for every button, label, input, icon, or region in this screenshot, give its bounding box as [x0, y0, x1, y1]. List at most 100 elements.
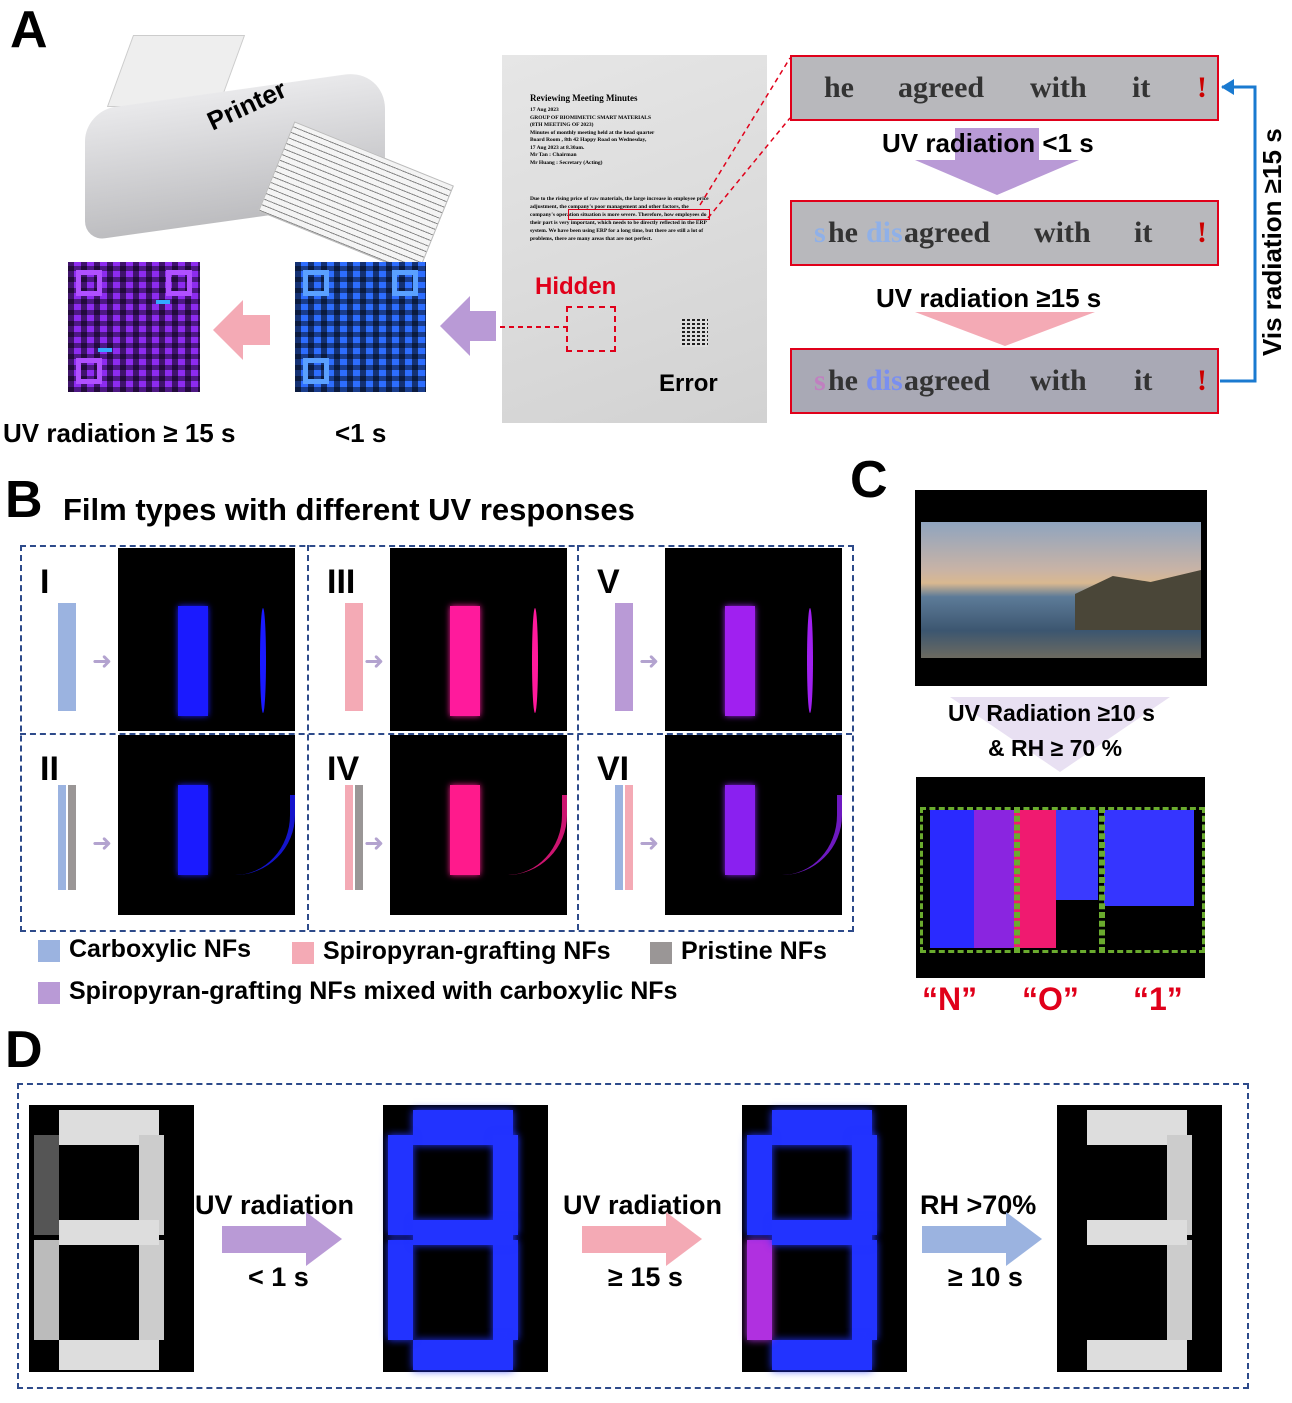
film-type-numeral: III: [327, 563, 356, 601]
film-strip: [68, 785, 76, 890]
film-type-numeral: VI: [597, 750, 630, 788]
segment: [139, 1240, 164, 1340]
segment: [413, 1340, 513, 1370]
panel-label-d: D: [5, 1021, 43, 1079]
qr-right-label: <1 s: [335, 418, 387, 448]
arrow-right-icon: ➜: [364, 648, 385, 675]
segment: [1167, 1135, 1192, 1235]
segment: [772, 1340, 872, 1370]
no1-photo: [916, 777, 1205, 978]
legend-label: Spiropyran-grafting NFs: [323, 937, 611, 965]
step-bottom-label: < 1 s: [248, 1262, 309, 1292]
document-line: 17 Aug 2023 at 8.30am.: [530, 144, 585, 151]
segment: [747, 1240, 772, 1340]
seven-segment-display: [1057, 1105, 1222, 1372]
uv-film-photo: [665, 548, 842, 731]
text-row-original: he agreed with it !: [790, 55, 1219, 121]
hidden-qr-box: [566, 306, 616, 352]
document-line: Minutes of monthly meeting held at the h…: [530, 129, 655, 136]
qr-left-label: UV radiation ≥ 15 s: [3, 418, 236, 448]
segment: [34, 1240, 59, 1340]
film-type-numeral: V: [597, 563, 620, 601]
document-line: Mr Huang : Secretary (Acting): [530, 159, 603, 166]
film-type-numeral: II: [40, 750, 59, 788]
film-strip: [615, 785, 623, 890]
document-line: 17 Aug 2023: [530, 107, 559, 113]
segment: [747, 1135, 772, 1235]
text-row-fixed: s he dis agreed with it !: [790, 348, 1219, 414]
segment: [139, 1135, 164, 1235]
segment: [388, 1135, 413, 1235]
segment: [388, 1240, 413, 1340]
step-bottom-label: ≥ 10 s: [948, 1262, 1023, 1292]
film-strip: [355, 785, 363, 890]
qr-code-blue: [295, 262, 426, 392]
arrow-right-icon: ➜: [364, 830, 385, 857]
seven-segment-display: [383, 1105, 548, 1372]
legend-swatch: [38, 940, 60, 962]
segment: [1167, 1240, 1192, 1340]
segment: [413, 1220, 513, 1245]
uv-film-photo: [390, 735, 567, 915]
legend-swatch: [650, 942, 672, 964]
step1-label: UV radiation <1 s: [882, 128, 1094, 158]
segment: [59, 1220, 159, 1245]
condition-line1: UV Radiation ≥10 s: [948, 700, 1155, 726]
step-arrow: [582, 1212, 702, 1266]
step-arrow: [222, 1212, 342, 1266]
segment: [59, 1340, 159, 1370]
hidden-label: Hidden: [535, 273, 617, 300]
qr-code-purple: [68, 262, 200, 392]
arrow-right-icon: ➜: [92, 830, 113, 857]
segment: [1087, 1340, 1187, 1370]
connector-lines: [500, 57, 1257, 383]
document-line: Mr Tan : Chairman: [530, 152, 577, 158]
seven-segment-display: [29, 1105, 194, 1372]
step2-label: UV radiation ≥15 s: [876, 283, 1102, 313]
document-line: (8TH MEETING OF 2023): [530, 122, 594, 128]
condition-line2: & RH ≥ 70 %: [988, 735, 1123, 761]
uv-film-photo: [118, 735, 295, 915]
film-strip: [615, 603, 633, 711]
step-arrow: [922, 1212, 1042, 1266]
step-bottom-label: ≥ 15 s: [608, 1262, 683, 1292]
film-strip: [625, 785, 633, 890]
uv-film-photo: [665, 735, 842, 915]
document-body: Due to the rising price of raw materials…: [530, 196, 709, 242]
segment: [852, 1240, 877, 1340]
uv-film-photo: [118, 548, 295, 731]
segment: [493, 1135, 518, 1235]
panel-label-a: A: [10, 1, 48, 59]
vis-radiation-label: Vis radiation ≥15 s: [1257, 128, 1287, 356]
film-strip: [345, 603, 363, 711]
document-line: Board Room , 8th 42 Happy Road on Wednes…: [530, 137, 647, 143]
arrow-right-icon: ➜: [639, 830, 660, 857]
film-strip: [58, 603, 76, 711]
error-qr-code: [680, 319, 708, 347]
uv-film-photo: [390, 548, 567, 731]
purple-arrow-down: [915, 160, 1079, 195]
film-strip: [345, 785, 353, 890]
legend-label: Carboxylic NFs: [69, 935, 252, 963]
film-strip: [58, 785, 66, 890]
highlight-box: [568, 209, 710, 220]
legend-label: Pristine NFs: [681, 937, 827, 965]
arrow-right-icon: ➜: [639, 648, 660, 675]
film-type-numeral: IV: [327, 750, 360, 788]
letter-o: “O”: [1022, 981, 1079, 1017]
landscape-photo: [915, 490, 1207, 686]
segment: [493, 1240, 518, 1340]
legend-swatch: [38, 982, 60, 1004]
pink-arrow-down: [915, 312, 1095, 346]
segment: [34, 1135, 59, 1235]
segment: [1087, 1220, 1187, 1245]
seven-segment-display: [742, 1105, 907, 1372]
letter-1: “1”: [1133, 981, 1183, 1017]
letter-n: “N”: [922, 981, 978, 1017]
panel-label-b: B: [5, 471, 43, 529]
legend-swatch: [292, 942, 314, 964]
panel-label-c: C: [850, 451, 888, 509]
segment: [772, 1220, 872, 1245]
